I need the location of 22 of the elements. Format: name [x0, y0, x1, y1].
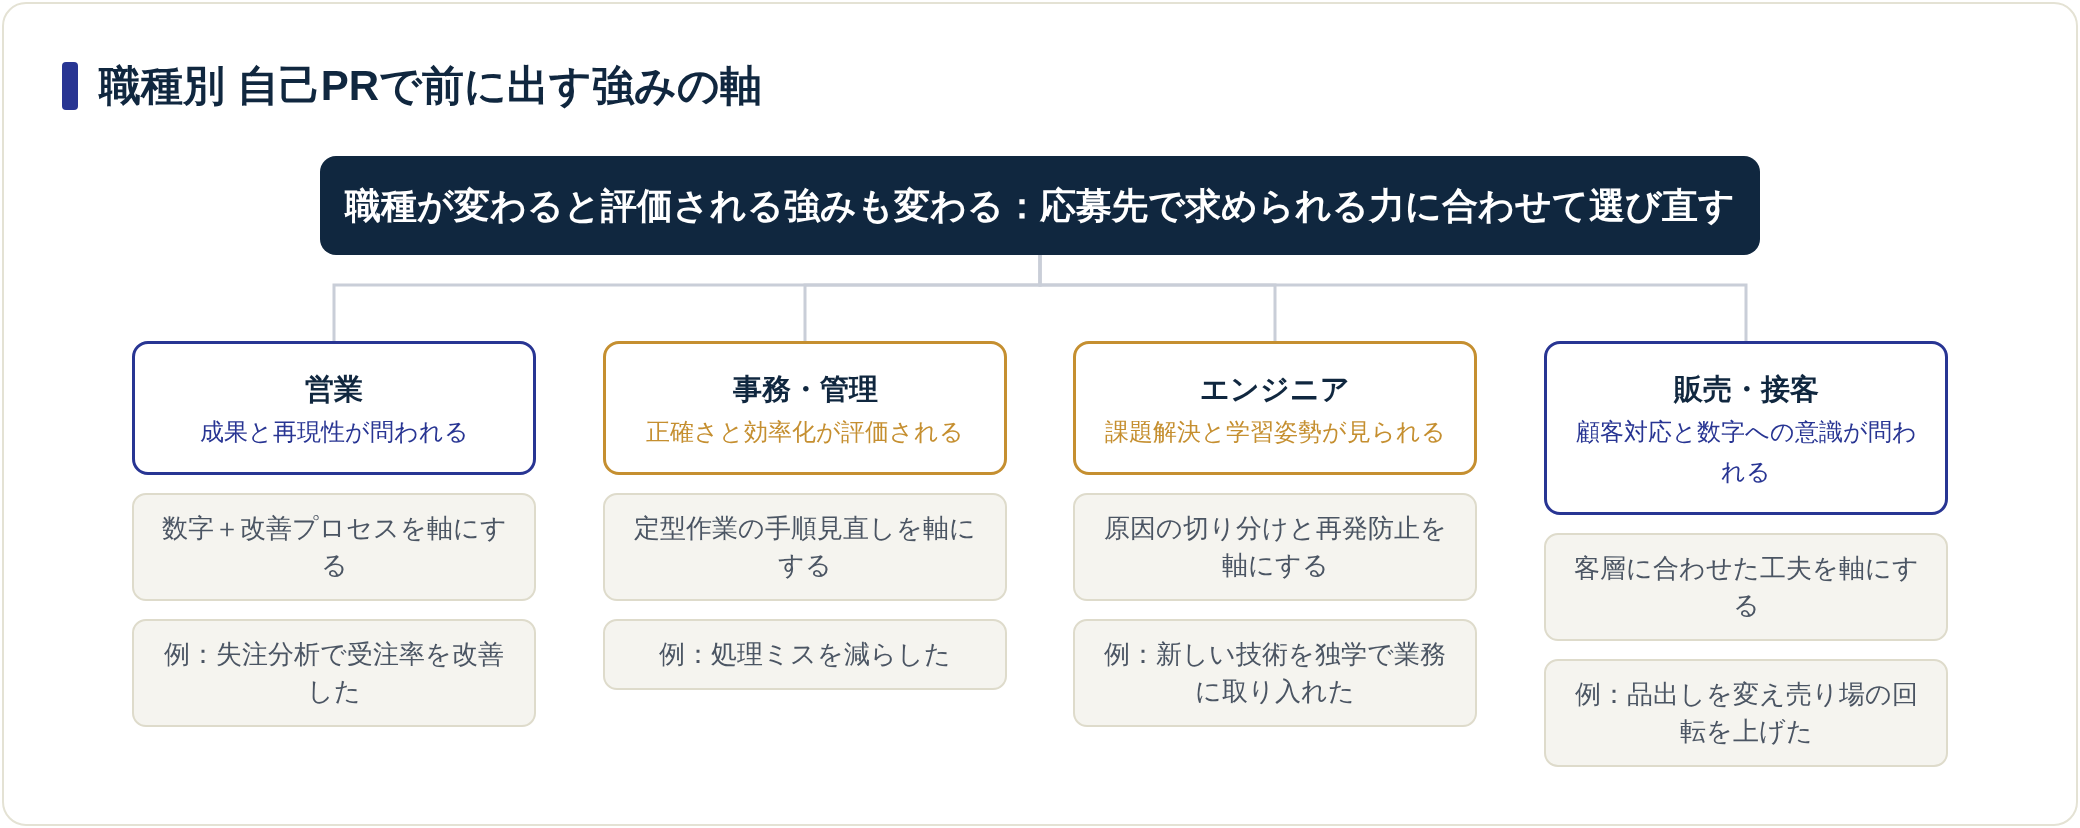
- category-card: [603, 341, 1007, 475]
- detail-card: 例：新しい技術を独学で業務に取り入れた: [1073, 619, 1477, 727]
- detail-card: 例：品出しを変え売り場の回転を上げた: [1544, 659, 1948, 767]
- detail-card: 原因の切り分けと再発防止を軸にする: [1073, 493, 1477, 601]
- card-heading: エンジニア: [1200, 372, 1350, 407]
- title: 職種別 自己PRで前に出す強みの軸: [99, 61, 762, 111]
- summary-banner: 職種が変わると評価される強みも変わる：応募先で求められる力に合わせて選び直す: [320, 156, 1760, 255]
- card-heading: 営業: [305, 372, 363, 407]
- detail-card: 数字＋改善プロセスを軸にする: [132, 493, 536, 601]
- card-heading: 事務・管理: [732, 372, 878, 407]
- detail-card: 定型作業の手順見直しを軸にする: [603, 493, 1007, 601]
- card-subtitle: 課題解決と学習姿勢が見られる: [1104, 417, 1446, 447]
- detail-card: 客層に合わせた工夫を軸にする: [1544, 533, 1948, 641]
- category-card: [132, 341, 536, 475]
- card-subtitle: 顧客対応と数字への意識が問われる: [1574, 417, 1918, 487]
- card-subtitle: 正確さと効率化が評価される: [646, 417, 964, 447]
- category-card: [1073, 341, 1477, 475]
- card-heading: 販売・接客: [1673, 372, 1819, 407]
- detail-card: 例：失注分析で受注率を改善した: [132, 619, 536, 727]
- detail-card: 例：処理ミスを減らした: [603, 619, 1007, 690]
- card-subtitle: 成果と再現性が問われる: [199, 417, 469, 447]
- category-card: [1544, 341, 1948, 515]
